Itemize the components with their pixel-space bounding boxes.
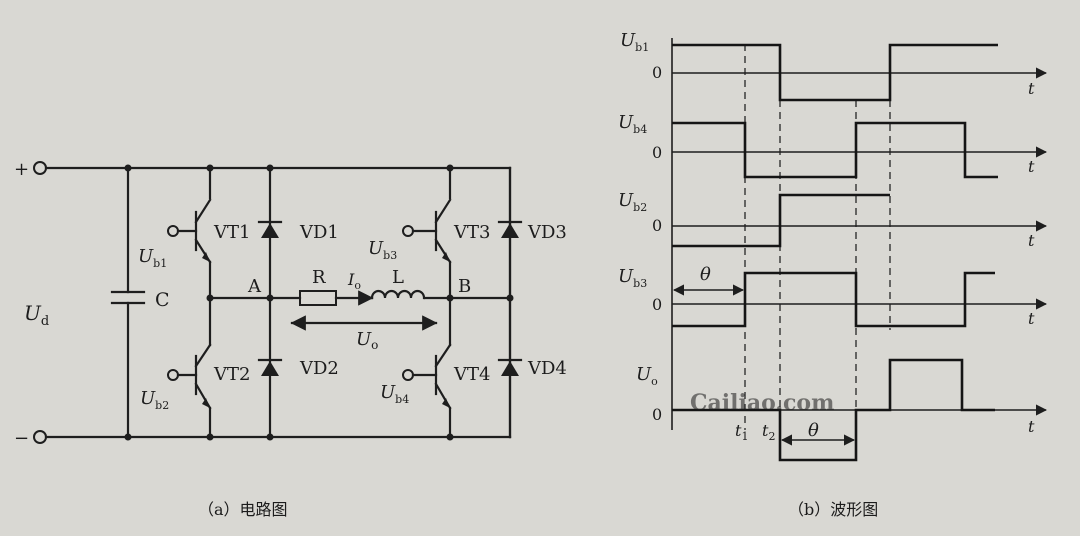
inductor-label: L	[392, 267, 404, 288]
theta-label-2: θ	[808, 420, 819, 441]
ub2-trace-label: Ub2	[618, 190, 647, 214]
vt1-label: VT1	[213, 222, 250, 243]
t2-label: t2	[762, 421, 775, 443]
plus-label: +	[14, 159, 29, 180]
node-b-label: B	[458, 276, 471, 297]
vt2-label: VT2	[213, 364, 250, 385]
uo-trace-label: Uo	[636, 364, 658, 388]
time-label: t	[1028, 309, 1035, 328]
ub3-label: Ub3	[368, 238, 397, 262]
transistor-vt2	[167, 343, 212, 410]
zero-label: 0	[652, 216, 662, 235]
trace-ub2: Ub2 0 t	[618, 190, 1048, 250]
vd4-label: VD4	[527, 358, 567, 379]
current-label: Io	[347, 270, 361, 292]
ub4-waveform	[672, 121, 998, 179]
circuit-caption: （a）电路图	[198, 500, 288, 519]
minus-terminal	[33, 430, 47, 444]
trace-ub3: Ub3 0 t θ	[618, 264, 1048, 328]
capacitor-label: C	[155, 289, 170, 311]
resistor-r	[299, 290, 337, 306]
source-voltage-label: Ud	[24, 301, 49, 329]
ub1-trace-label: Ub1	[620, 30, 649, 54]
t1-label: t1	[735, 421, 748, 443]
vt4-label: VT4	[453, 364, 490, 385]
time-label: t	[1028, 79, 1035, 98]
ub2-label: Ub2	[140, 388, 169, 412]
circuit-diagram: + − C Ud A	[14, 159, 567, 519]
theta-label: θ	[700, 264, 711, 285]
zero-label: 0	[652, 63, 662, 82]
ub3-waveform	[672, 271, 995, 328]
uo-waveform	[672, 358, 995, 462]
ub3-trace-label: Ub3	[618, 266, 647, 290]
vd3-label: VD3	[527, 222, 567, 243]
trace-ub4: Ub4 0 t	[618, 112, 1048, 179]
vd1-label: VD1	[299, 222, 339, 243]
diode-vd3	[497, 220, 523, 238]
ub4-trace-label: Ub4	[618, 112, 647, 136]
ub1-waveform	[672, 43, 998, 102]
node-a-label: A	[247, 276, 262, 297]
time-label: t	[1028, 417, 1035, 436]
watermark: Cailiao.com	[690, 390, 834, 416]
transistor-vt4	[402, 343, 452, 410]
inductor-l	[370, 289, 426, 300]
minus-label: −	[14, 428, 29, 449]
ub2-waveform	[672, 193, 890, 248]
time-label: t	[1028, 157, 1035, 176]
diode-vd2	[257, 358, 283, 376]
waveform-diagram: Ub1 0 t Ub4 0 t Ub2 0 t Ub3 0 t	[618, 30, 1048, 519]
waveform-caption: （b）波形图	[788, 500, 878, 519]
diode-vd1	[257, 220, 283, 238]
zero-label: 0	[652, 295, 662, 314]
ub4-label: Ub4	[380, 382, 409, 406]
time-label: t	[1028, 231, 1035, 250]
plus-terminal	[33, 161, 47, 175]
transistor-vt3	[402, 198, 452, 264]
resistor-label: R	[312, 267, 326, 288]
vd2-label: VD2	[299, 358, 339, 379]
zero-label: 0	[652, 405, 662, 424]
output-voltage-label: Uo	[356, 329, 378, 352]
zero-label: 0	[652, 143, 662, 162]
ub1-label: Ub1	[138, 246, 167, 270]
transistor-vt1	[167, 198, 212, 264]
trace-ub1: Ub1 0 t	[620, 30, 1048, 102]
diode-vd4	[497, 358, 523, 376]
vt3-label: VT3	[453, 222, 490, 243]
